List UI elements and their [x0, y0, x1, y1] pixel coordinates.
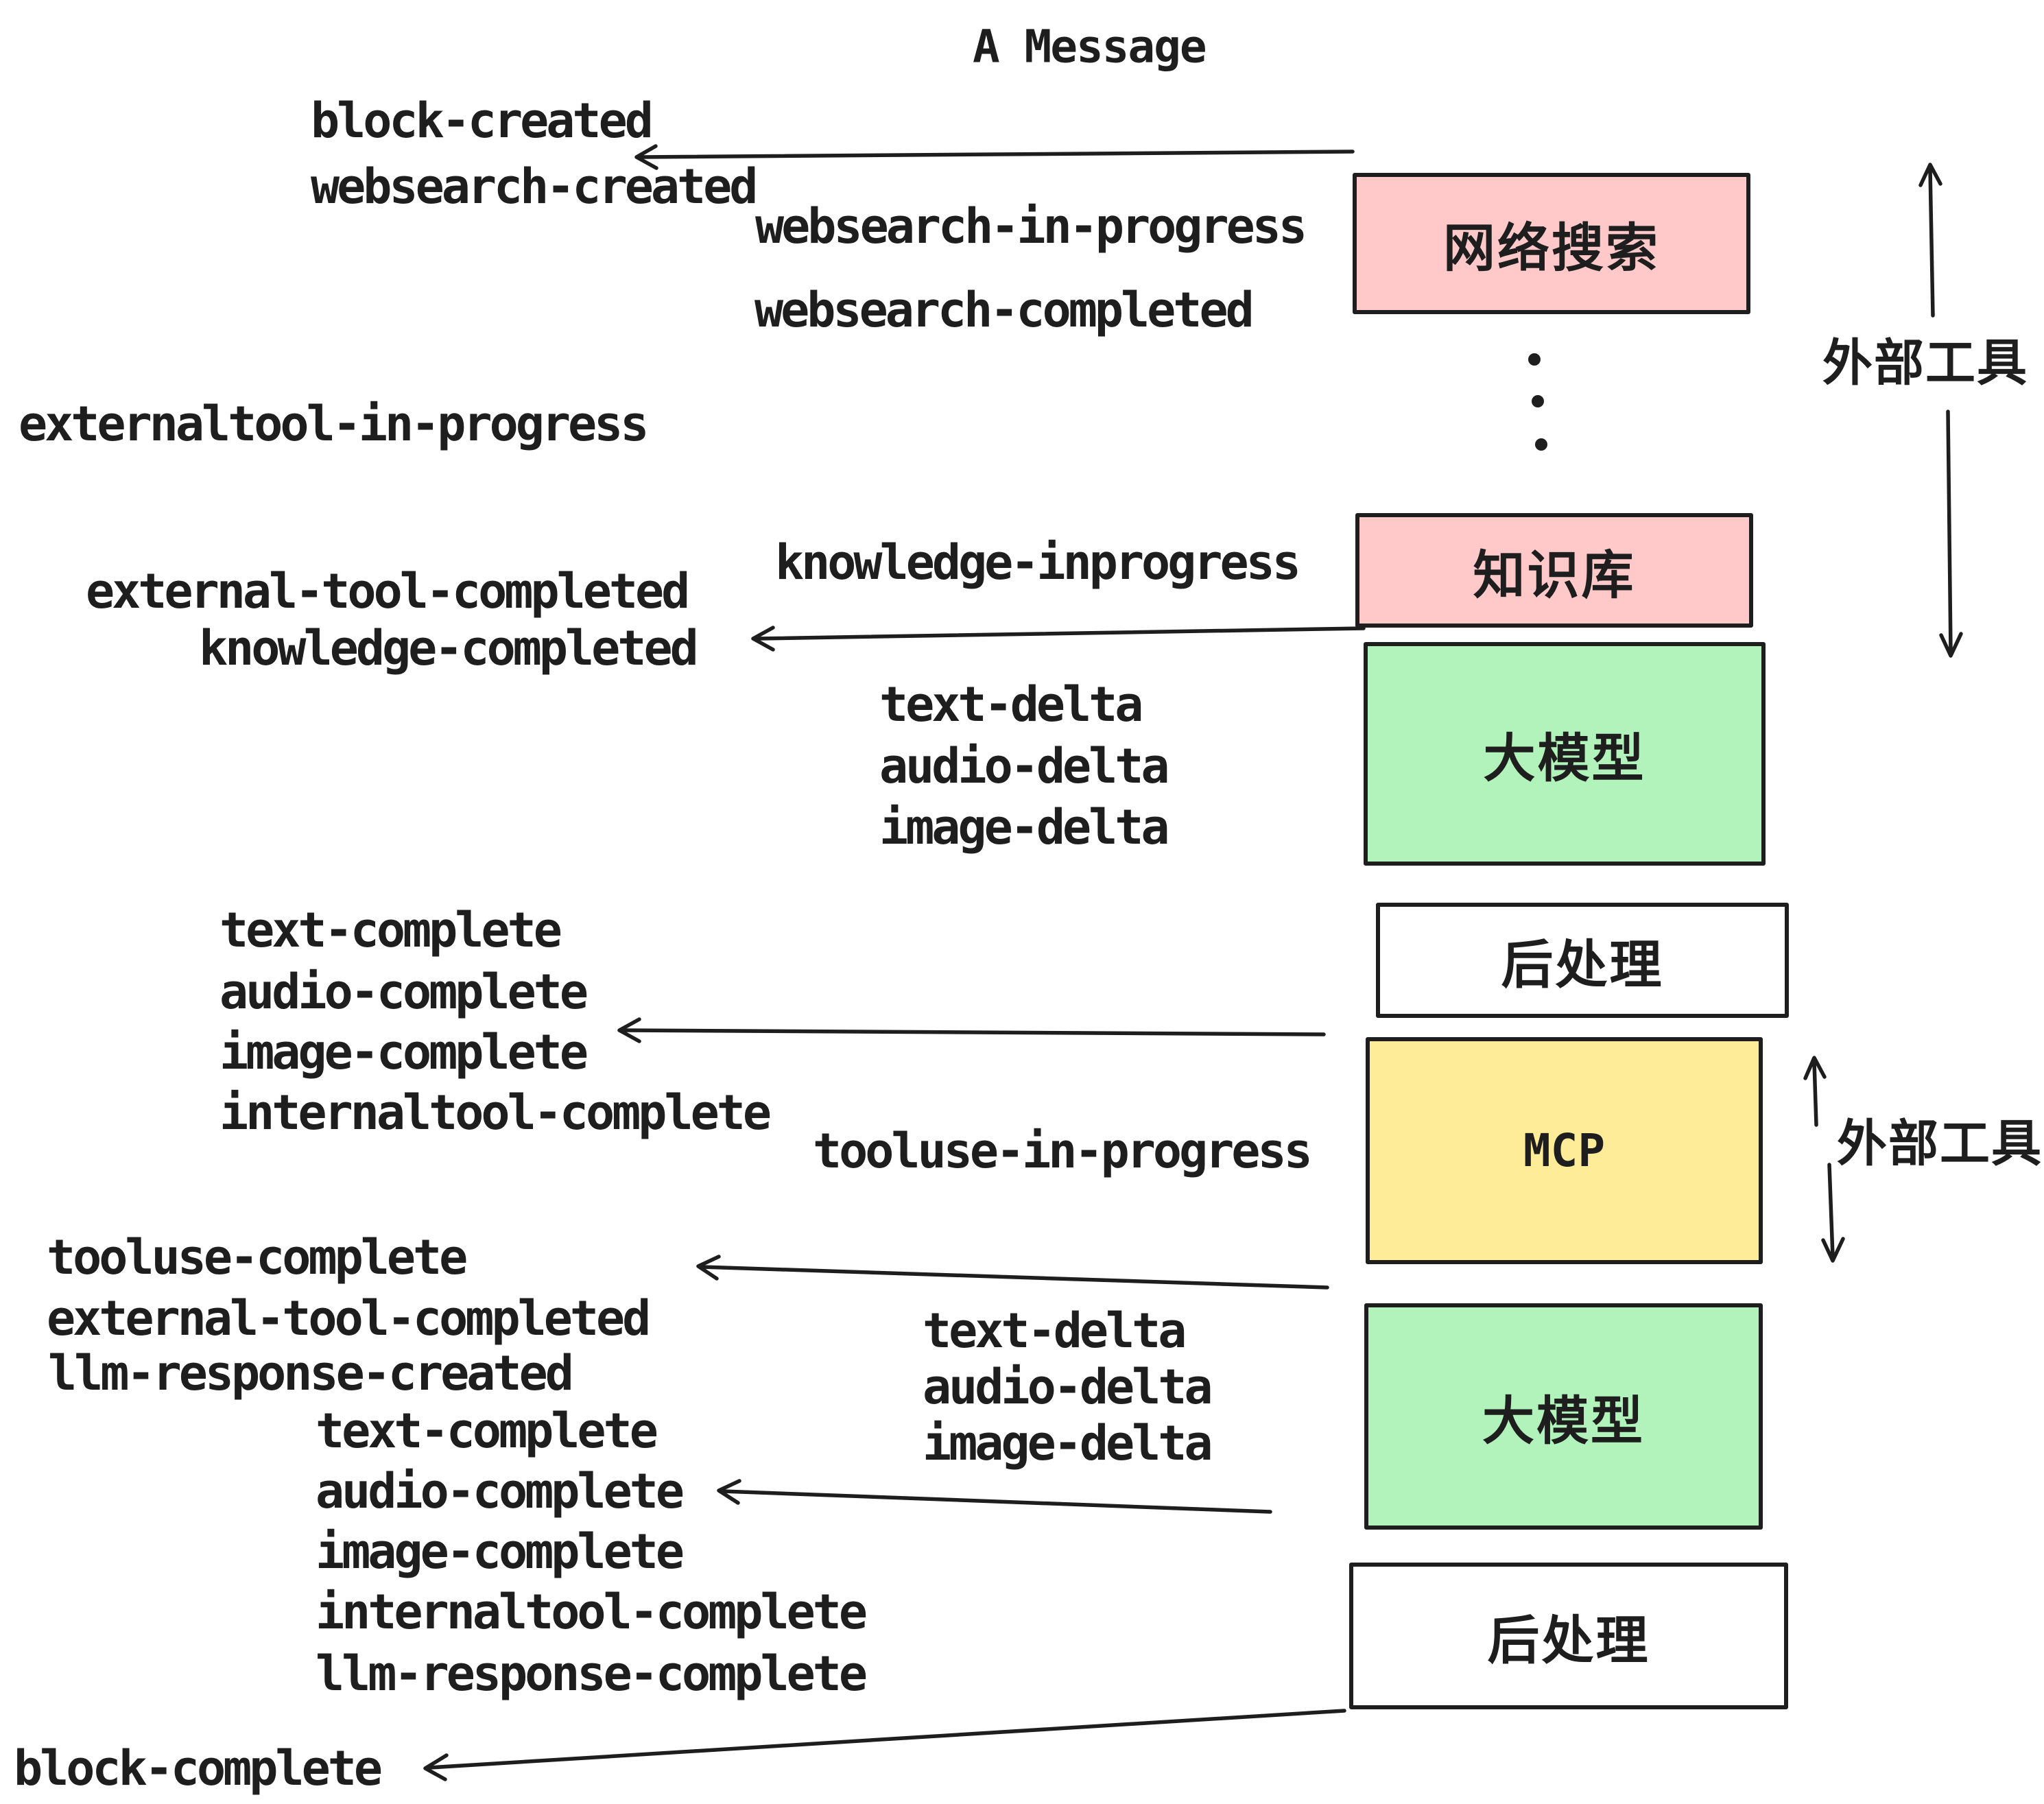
event-knowledge-inprogress: knowledge-inprogress — [775, 534, 1301, 591]
event-text-delta-1: text-delta — [879, 676, 1143, 733]
arrow-to-tooluse-complete — [696, 1255, 1329, 1290]
box-mcp: MCP — [1366, 1037, 1763, 1264]
external-tools-mcp-down-arrow — [1821, 1163, 1845, 1263]
arrow-to-knowledge-completed — [751, 626, 1366, 652]
event-text-complete-1: text-complete — [219, 902, 562, 958]
box-knowledge-label: 知识库 — [1473, 544, 1636, 606]
event-audio-complete-1: audio-complete — [219, 964, 589, 1020]
event-knowledge-completed: knowledge-completed — [199, 620, 699, 676]
event-websearch-in-progress: websearch-in-progress — [755, 198, 1307, 254]
external-tools-down-arrow — [1939, 410, 1963, 658]
event-websearch-completed: websearch-completed — [754, 282, 1255, 338]
event-tooluse-complete: tooluse-complete — [47, 1229, 468, 1285]
arrow-to-audio-complete — [717, 1479, 1272, 1514]
event-image-complete-1: image-complete — [219, 1024, 589, 1080]
box-llm-2-label: 大模型 — [1482, 1390, 1645, 1451]
event-image-delta-2: image-delta — [923, 1415, 1213, 1471]
box-postprocess-1: 后处理 — [1376, 903, 1789, 1018]
event-external-tool-completed-2: external-tool-completed — [47, 1290, 651, 1346]
external-tools-label-top: 外部工具 — [1822, 334, 2028, 392]
box-postprocess-2: 后处理 — [1349, 1563, 1788, 1709]
event-image-delta-1: image-delta — [879, 799, 1170, 855]
box-mcp-label: MCP — [1523, 1124, 1606, 1177]
event-internaltool-complete-1: internaltool-complete — [219, 1084, 772, 1141]
event-externaltool-in-progress: externaltool-in-progress — [19, 396, 649, 452]
event-llm-response-complete: llm-response-complete — [316, 1646, 868, 1702]
box-llm-2: 大模型 — [1364, 1303, 1763, 1530]
event-block-complete: block-complete — [14, 1740, 383, 1796]
event-llm-response-created: llm-response-created — [48, 1345, 574, 1401]
event-audio-delta-2: audio-delta — [923, 1359, 1213, 1415]
external-tools-mcp-up-arrow — [1803, 1056, 1827, 1127]
event-image-complete-2: image-complete — [316, 1523, 685, 1580]
box-knowledge: 知识库 — [1355, 513, 1753, 628]
box-postprocess-2-label: 后处理 — [1487, 1610, 1650, 1671]
event-websearch-created: websearch-created — [311, 158, 758, 215]
event-block-created: block-created — [311, 93, 654, 149]
arrow-to-block-complete — [423, 1709, 1346, 1781]
event-audio-delta-1: audio-delta — [879, 738, 1170, 794]
box-llm-1: 大模型 — [1364, 642, 1766, 866]
event-text-complete-2: text-complete — [316, 1403, 658, 1459]
box-websearch: 网络搜索 — [1353, 173, 1750, 314]
event-tooluse-in-progress: tooluse-in-progress — [813, 1123, 1313, 1179]
event-external-tool-completed-1: external-tool-completed — [86, 563, 690, 619]
box-websearch-label: 网络搜索 — [1443, 217, 1660, 278]
box-postprocess-1-label: 后处理 — [1501, 934, 1664, 995]
arrow-to-image-complete — [617, 1017, 1326, 1043]
external-tools-label-mcp: 外部工具 — [1837, 1115, 2043, 1173]
box-llm-1-label: 大模型 — [1483, 728, 1646, 789]
page-title: A Message — [973, 20, 1207, 73]
event-internaltool-complete-2: internaltool-complete — [316, 1584, 868, 1640]
external-tools-up-arrow — [1918, 163, 1942, 318]
event-text-delta-2: text-delta — [923, 1303, 1187, 1359]
event-audio-complete-2: audio-complete — [316, 1463, 685, 1519]
ellipsis-dots — [1528, 353, 1547, 451]
